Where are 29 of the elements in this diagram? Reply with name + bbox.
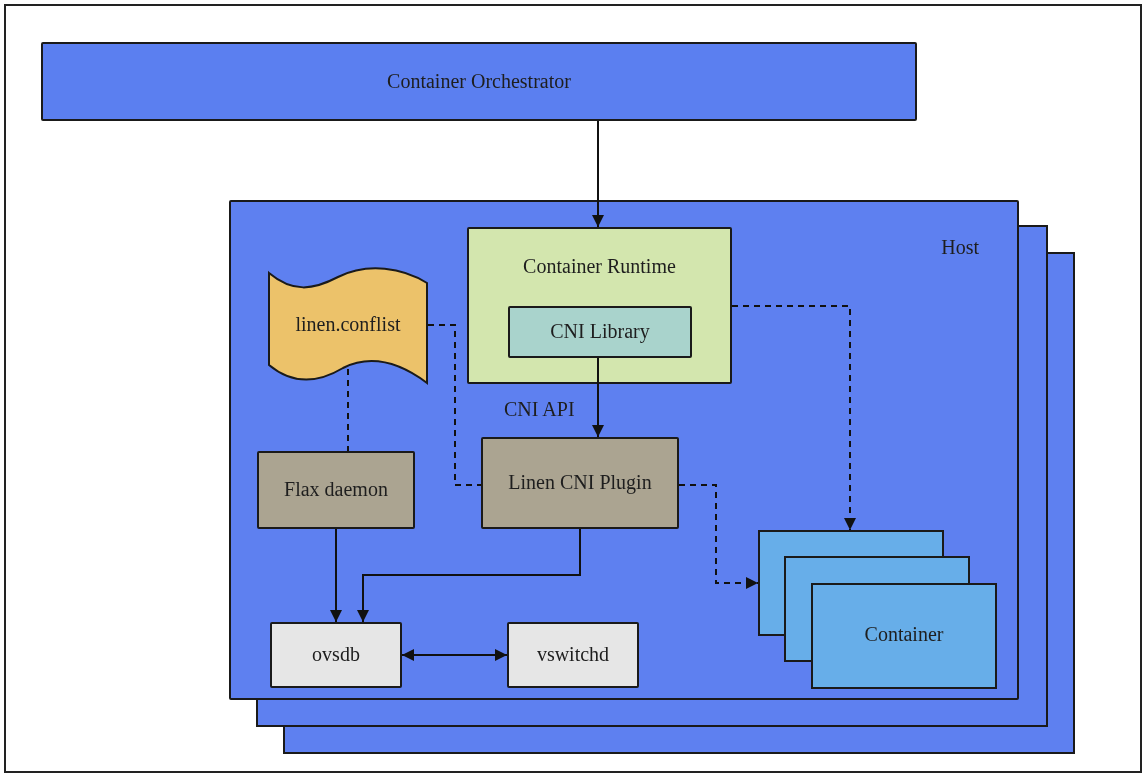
node-label: vswitchd xyxy=(535,643,611,666)
process-box xyxy=(270,622,402,688)
arrow xyxy=(330,528,342,623)
arrow xyxy=(592,120,604,228)
stacked-boxes xyxy=(758,530,996,688)
node-label: CNI Library xyxy=(549,320,651,343)
process-box xyxy=(467,227,732,384)
process-box xyxy=(508,306,692,358)
process-box xyxy=(41,42,917,121)
node-label: Flax daemon xyxy=(283,478,389,501)
node-label: Container Orchestrator xyxy=(386,69,572,93)
connector-line xyxy=(427,324,482,486)
node-label: ovsdb xyxy=(311,643,361,666)
arrow xyxy=(357,528,581,623)
process-box xyxy=(481,437,679,529)
process-box xyxy=(507,622,639,688)
node-label: Host xyxy=(941,236,979,259)
arrow xyxy=(678,484,759,589)
connector-line xyxy=(347,368,349,452)
node-label: linen.conflist xyxy=(294,313,402,336)
node-label: Linen CNI Plugin xyxy=(507,471,653,494)
node-label: Container Runtime xyxy=(522,255,677,278)
process-box xyxy=(257,451,415,529)
arrow xyxy=(401,649,508,661)
node-label: Container xyxy=(863,623,945,646)
arrow xyxy=(592,357,604,438)
document-shape xyxy=(268,265,428,385)
arrow xyxy=(731,305,856,531)
process-box xyxy=(229,200,1019,700)
